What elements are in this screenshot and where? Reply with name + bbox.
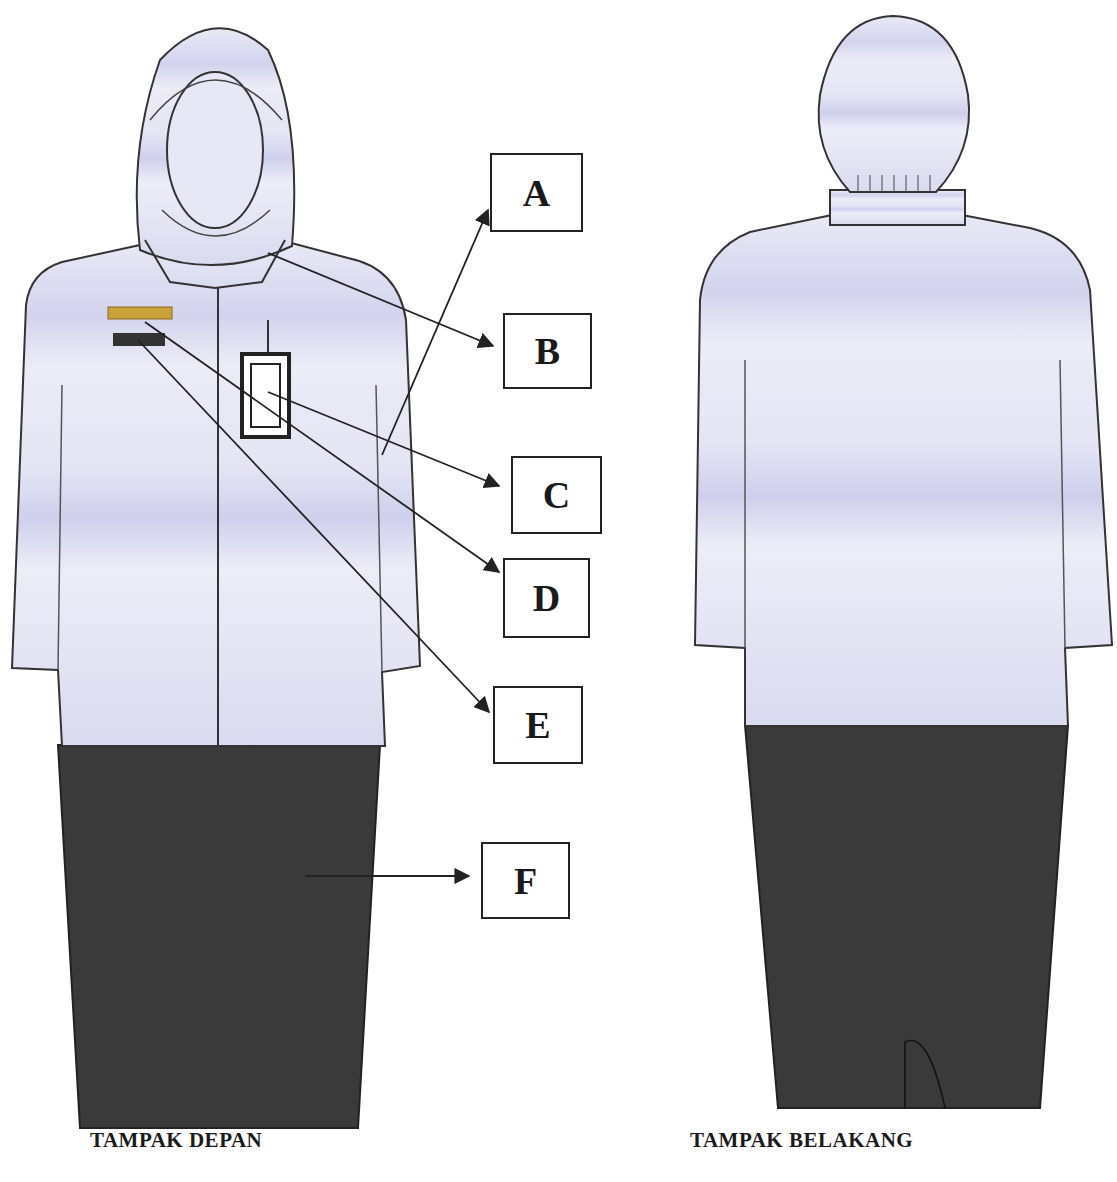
back-collar [830,190,965,225]
back-hijab [819,16,969,192]
callout-letter: F [514,859,537,903]
badge [108,307,172,319]
callout-letter: B [535,329,560,373]
collar [145,240,285,288]
name-tag [113,333,165,346]
hijab [137,28,295,265]
callout-box: C [511,456,602,534]
view-caption: TAMPAK BELAKANG [690,1128,913,1153]
leader-line [305,875,469,877]
face [167,72,263,228]
front-blouse [12,240,420,746]
callout-box: E [493,686,583,764]
leader-line [138,340,489,712]
callout-letter: E [525,703,550,747]
leader-line [268,253,493,346]
callout-letter: D [533,576,560,620]
hijab-fold [150,80,282,236]
id-card-cord [267,320,269,354]
leader-line [382,210,488,455]
callout-box: A [490,153,583,232]
callout-box: D [503,558,590,638]
callout-letter: A [523,171,550,215]
callout-letter: C [543,473,570,517]
front-placket [217,288,219,745]
callout-box: F [481,842,570,919]
callout-box: B [503,313,592,389]
back-skirt [745,725,1068,1108]
front-skirt [58,745,380,1128]
back-slit [905,1040,945,1108]
hijab-gather [858,175,930,192]
view-caption: TAMPAK DEPAN [90,1128,262,1153]
leader-line [268,392,499,486]
back-sleeve-seam [745,360,1065,648]
back-blouse [695,215,1112,726]
